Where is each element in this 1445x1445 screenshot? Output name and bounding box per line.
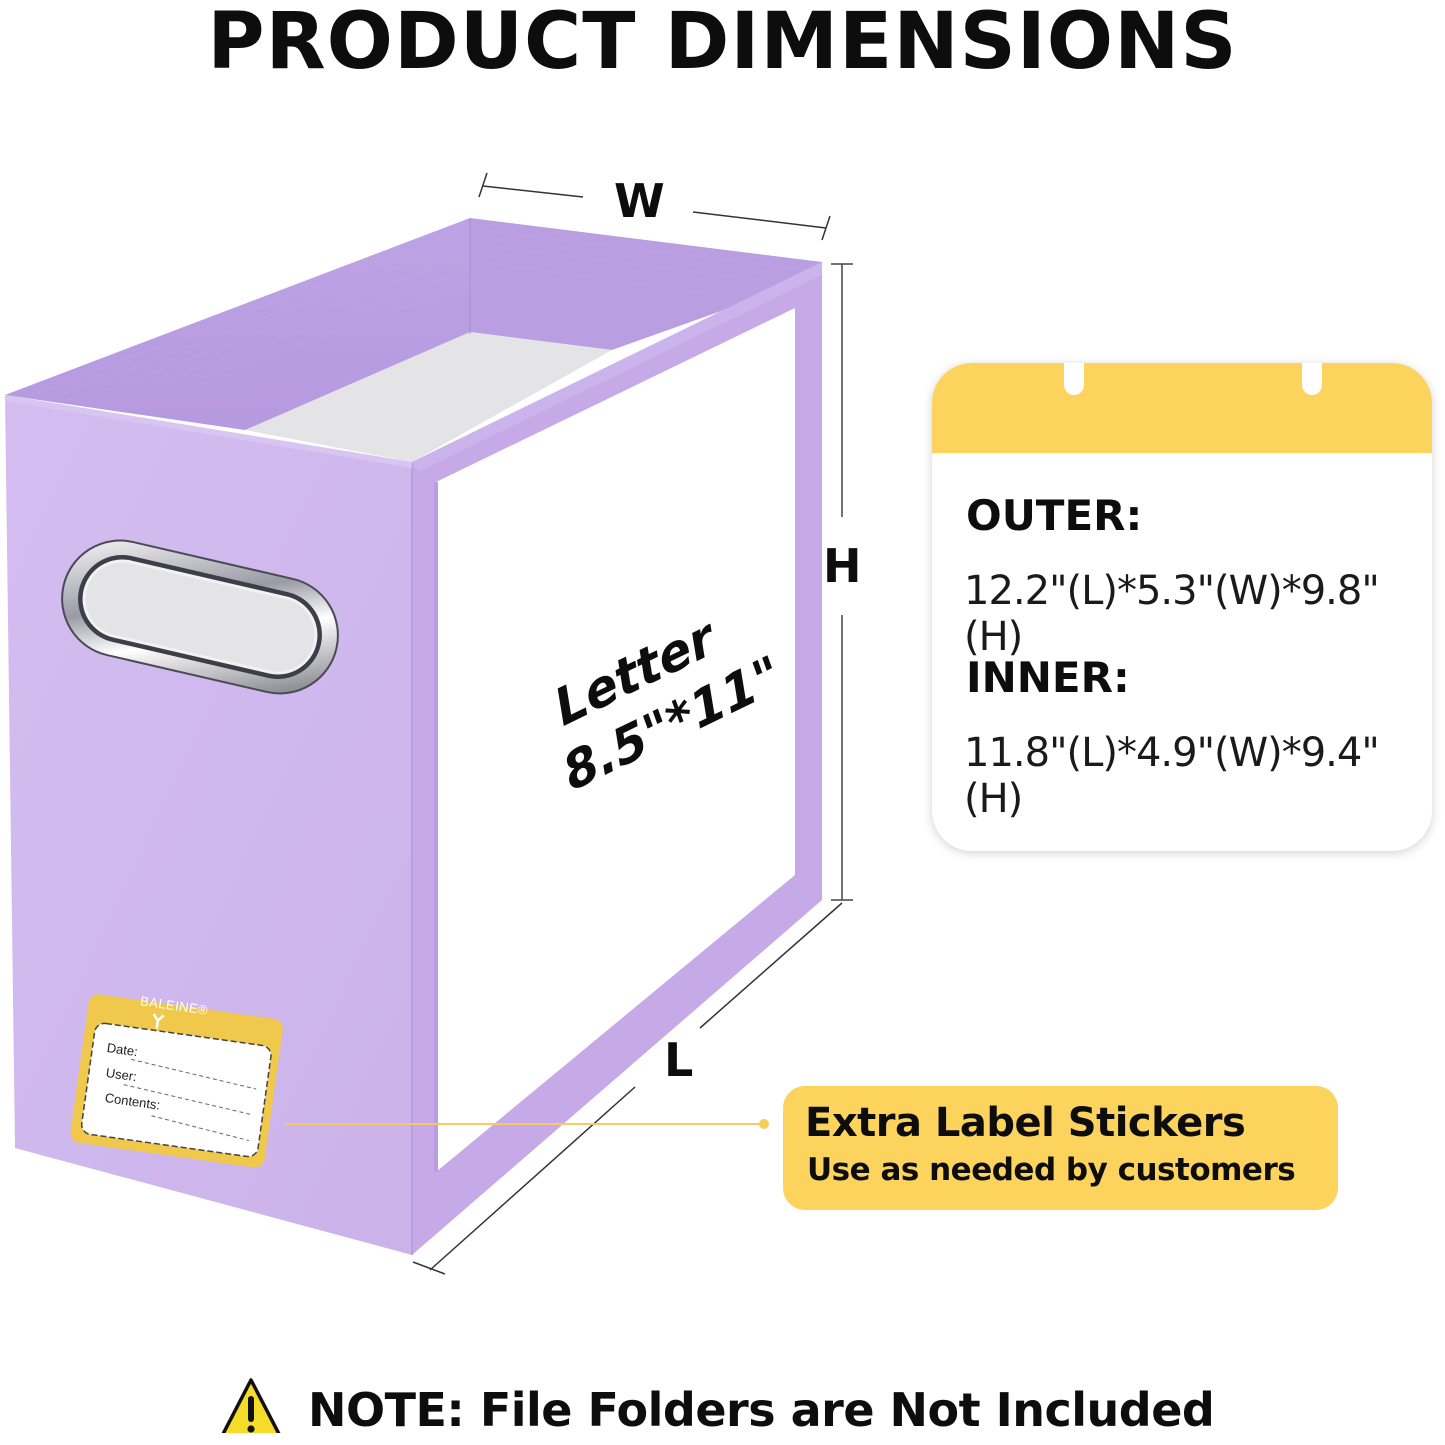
note-banner: NOTE: File Folders are Not Included [220, 1375, 1215, 1445]
length-label: L [664, 1033, 694, 1087]
inner-heading: INNER: [966, 653, 1130, 702]
handle-icon [61, 539, 339, 695]
box-front-label-panel [436, 308, 795, 1172]
callout-subtitle: Use as needed by customers [807, 1152, 1296, 1188]
box-inner-end-wall [470, 218, 822, 350]
dimensions-spec-card: OUTER: 12.2"(L)*5.3"(W)*9.8"(H) INNER: 1… [932, 363, 1432, 851]
width-dimension-line [478, 172, 831, 241]
note-text: NOTE: File Folders are Not Included [308, 1383, 1215, 1437]
outer-heading: OUTER: [966, 491, 1143, 540]
sticker-brand: BALEINE® [139, 993, 210, 1018]
label-sticker [70, 994, 283, 1168]
length-dimension-line [412, 902, 843, 1275]
outer-dimensions: 12.2"(L)*5.3"(W)*9.8"(H) [964, 568, 1380, 660]
height-label: H [823, 539, 862, 593]
box-inner-back-wall [5, 218, 470, 430]
box-top-rim [412, 262, 822, 472]
warning-icon [221, 1378, 281, 1433]
card-notch [1302, 363, 1322, 395]
height-dimension-line [831, 263, 853, 901]
page-title: PRODUCT DIMENSIONS [207, 0, 1238, 87]
inner-dimensions: 11.8"(L)*4.9"(W)*9.4"(H) [964, 730, 1380, 822]
sticker-field-contents: Contents: [103, 1090, 162, 1113]
sticker-field-user: User: [104, 1065, 138, 1085]
box-inner-floor [245, 332, 612, 462]
label-sticker-text: BALEINE® Date: User: Contents: [88, 992, 286, 1162]
sticker-field-date: Date: [105, 1040, 139, 1060]
card-notch [1064, 363, 1084, 395]
extra-stickers-callout: Extra Label Stickers Use as needed by cu… [783, 1086, 1338, 1210]
width-label: W [614, 174, 665, 228]
callout-title: Extra Label Stickers [805, 1100, 1246, 1146]
spec-card-header [932, 363, 1432, 453]
